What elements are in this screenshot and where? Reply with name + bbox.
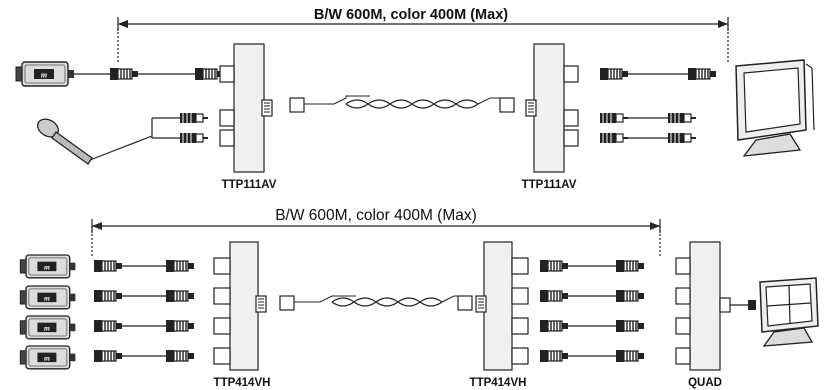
- bottom-left-unit-label: TTP414VH: [214, 377, 271, 389]
- top-section: B/W 600M, color 400M (Max): [15, 7, 815, 191]
- left-balun-ttp414vh: [213, 241, 267, 371]
- quad-label: QUAD: [688, 377, 722, 389]
- right-balun-ttp111av: [525, 43, 579, 173]
- bottom-right-unit-label: TTP414VH: [470, 377, 527, 389]
- camera-icon: [19, 254, 77, 279]
- twisted-pair-cable-top: [289, 95, 515, 113]
- camera-icon: [19, 285, 77, 310]
- monitor-icon: [735, 59, 815, 157]
- microphone-icon: [37, 118, 153, 165]
- top-left-unit-label: TTP111AV: [222, 179, 277, 191]
- camera-icon: [19, 315, 77, 340]
- top-distance-label: B/W 600M, color 400M (Max): [314, 7, 508, 23]
- camera-icon: [19, 345, 77, 370]
- quad-monitor-icon: [759, 277, 819, 347]
- quad-processor: [675, 241, 756, 371]
- bottom-section: B/W 600M, color 400M (Max): [19, 207, 819, 389]
- bottom-distance-label: B/W 600M, color 400M (Max): [275, 207, 477, 224]
- top-right-unit-label: TTP111AV: [522, 179, 577, 191]
- camera-icon: [15, 61, 75, 87]
- right-balun-ttp414vh: [475, 241, 529, 371]
- twisted-pair-cable-bottom: [279, 295, 473, 311]
- left-balun-ttp111av: [219, 43, 273, 173]
